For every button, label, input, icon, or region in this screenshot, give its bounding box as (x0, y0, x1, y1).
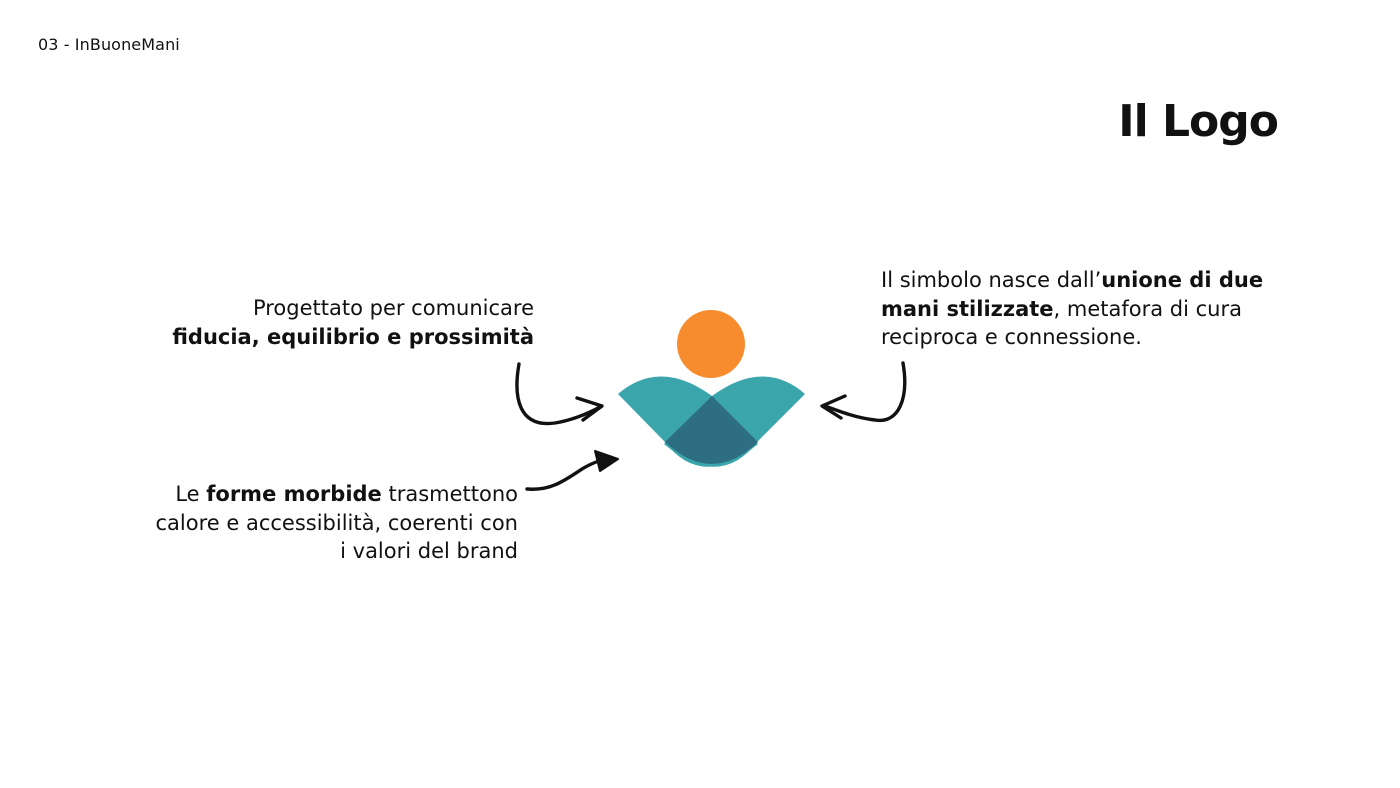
logo-head-circle (677, 310, 745, 378)
page-title: Il Logo (1118, 96, 1279, 147)
note-two-hands-emphasis-1: unione di due (1101, 268, 1264, 292)
note-two-hands: Il simbolo nasce dall’unione di due mani… (881, 266, 1263, 352)
note-trust-balance: Progettato per comunicare fiducia, equil… (172, 294, 534, 351)
inbuonemani-logo (618, 310, 805, 467)
arrow-top-left (515, 362, 604, 426)
slide-label: 03 - InBuoneMani (38, 35, 180, 54)
logo-hands-overlap (665, 396, 758, 464)
note-soft-shapes-intro: Le (175, 482, 207, 506)
arrow-bottom-left (525, 450, 619, 491)
note-soft-shapes-emphasis: forme morbide (206, 482, 382, 506)
arrow-top-left-stroke (515, 362, 602, 426)
note-two-hands-line-3: reciproca e connessione. (881, 325, 1142, 349)
arrow-bottom-left-head (594, 450, 619, 472)
arrow-top-left-head (575, 396, 604, 422)
arrow-right-stroke (823, 361, 907, 423)
note-soft-shapes-line-3: i valori del brand (340, 539, 518, 563)
arrow-bottom-left-stroke (525, 457, 610, 491)
note-soft-shapes: Le forme morbide trasmettono calore e ac… (155, 480, 518, 566)
arrow-right (820, 361, 907, 423)
note-two-hands-intro: Il simbolo nasce dall’ (881, 268, 1102, 292)
note-trust-balance-emphasis: fiducia, equilibrio e prossimità (172, 324, 534, 349)
note-two-hands-metaphor: , metafora di cura (1053, 296, 1242, 321)
note-soft-shapes-verb: trasmettono (381, 482, 518, 506)
note-two-hands-emphasis-2: mani stilizzate (881, 296, 1054, 321)
note-trust-balance-line-1: Progettato per comunicare (252, 296, 534, 320)
arrow-right-head (820, 394, 847, 420)
note-soft-shapes-line-2: calore e accessibilità, coerenti con (155, 510, 518, 535)
